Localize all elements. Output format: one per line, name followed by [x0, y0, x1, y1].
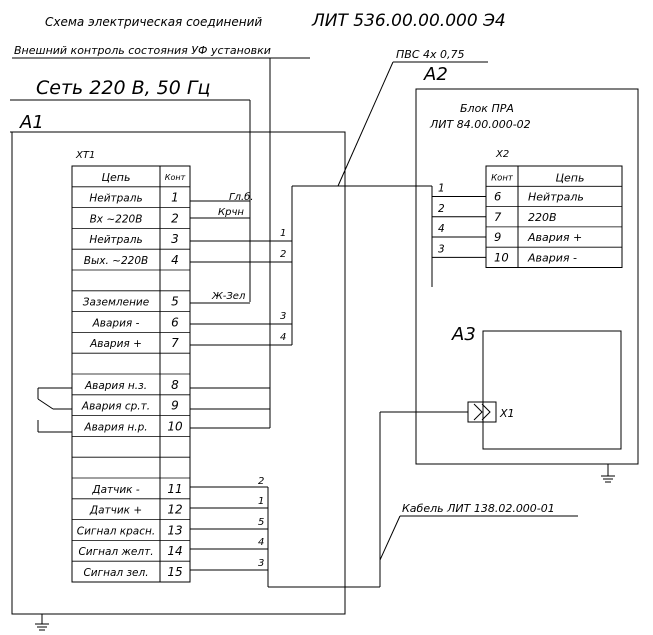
x2-wire-label: 1: [438, 182, 445, 194]
xt1-row-contact: 8: [171, 378, 179, 392]
xt1-row-circuit: Нейтраль: [89, 234, 142, 246]
xt1-row-contact: 15: [167, 565, 182, 579]
xt1-row-circuit: Заземление: [83, 297, 149, 309]
pvs-wire-1-label: 1: [280, 228, 286, 239]
xt1-header-circuit: Цепь: [102, 171, 131, 184]
a2-label: А2: [423, 64, 448, 85]
x2-row-circuit: 220В: [528, 211, 557, 224]
x2-row-circuit: Авария -: [527, 252, 577, 265]
xt1-row-circuit: Сигнал красн.: [77, 525, 155, 537]
a2-block-code: ЛИТ 84.00.000-02: [429, 118, 531, 131]
xt1-row-contact: 2: [171, 211, 179, 225]
a2-enclosure: [415, 88, 639, 465]
x2-row-contact: 7: [494, 210, 502, 224]
xt1-row-contact: 13: [167, 523, 182, 537]
a1-label: А1: [19, 112, 44, 133]
cable-wire-d-label: 4: [258, 537, 264, 548]
a2-block-title: Блок ПРА: [460, 102, 514, 115]
xt1-row-circuit: Нейтраль: [89, 193, 142, 205]
diagram-title: Схема электрическая соединений: [45, 15, 262, 29]
xt1-row-contact: 3: [171, 232, 179, 246]
cable-wire-e-label: 3: [258, 558, 264, 569]
xt1-row-contact: 1: [171, 191, 179, 205]
x2-label: X2: [495, 149, 509, 160]
x2-header-contact: Конт: [491, 173, 514, 183]
xt1-row-circuit: Вх ~220В: [90, 213, 143, 225]
wire-blue-label: Гл.б.: [229, 191, 254, 203]
relay-contact-symbol: [37, 387, 72, 433]
cable-wire-a-label: 2: [258, 476, 264, 487]
xt1-row-contact: 6: [171, 315, 179, 329]
xt1-row-circuit: Вых. ~220В: [84, 255, 148, 267]
x2-wire-label: 3: [438, 243, 445, 255]
a3-enclosure: [482, 330, 622, 450]
a1-enclosure: [11, 131, 346, 615]
document-code: ЛИТ 536.00.00.000 Э4: [311, 11, 506, 31]
x2-header-circuit: Цепь: [556, 171, 585, 184]
x2-row-circuit: Нейтраль: [528, 191, 584, 204]
x2-wire-label: 4: [438, 223, 445, 235]
xt1-row-circuit: Сигнал желт.: [78, 546, 153, 558]
xt1-row-contact: 14: [167, 544, 182, 558]
xt1-row-contact: 11: [167, 482, 182, 496]
x2-row-circuit: Авария +: [527, 231, 582, 244]
pvs-cable-label: ПВС 4х 0,75: [396, 48, 465, 61]
x2-row-contact: 10: [494, 251, 509, 265]
cable-wire-b-label: 1: [258, 496, 264, 507]
pvs-wire-2-label: 2: [280, 249, 286, 260]
pvs-wire-3-label: 3: [280, 311, 286, 322]
xt1-row-circuit: Сигнал зел.: [83, 567, 148, 579]
x2-wire-label: 2: [438, 203, 445, 215]
xt1-row-contact: 4: [171, 253, 179, 267]
xt1-label: XT1: [75, 150, 95, 161]
sensor-cable-label: Кабель ЛИТ 138.02.000-01: [402, 502, 555, 515]
x1-label: X1: [499, 407, 515, 420]
a3-label: А3: [451, 324, 476, 345]
xt1-row-circuit: Авария -: [92, 317, 140, 329]
xt1-row-contact: 10: [167, 419, 183, 433]
xt1-row-contact: 12: [167, 503, 182, 517]
wire-brown-label: Крчн: [218, 207, 244, 218]
cable-wire-c-label: 5: [258, 517, 264, 528]
xt1-row-contact: 5: [171, 295, 179, 309]
xt1-row-circuit: Авария ср.т.: [81, 401, 150, 413]
pvs-wire-4-label: 4: [280, 332, 286, 343]
x1-connector: [467, 401, 497, 423]
xt1-row-circuit: Авария +: [89, 338, 142, 350]
external-control-label: Внешний контроль состояния УФ установки: [14, 44, 271, 57]
x2-row-contact: 6: [494, 190, 501, 204]
wire-green-yellow-label: Ж-Зел: [211, 291, 246, 302]
power-label: Сеть 220 В, 50 Гц: [36, 77, 210, 99]
x2-terminal-block: Конт Цепь 6 Нейтраль 1 7 220В 2 9 Авария + 4 10 Авар…: [432, 165, 623, 268]
x2-row-contact: 9: [494, 230, 501, 244]
xt1-row-circuit: Датчик +: [89, 505, 142, 517]
xt1-row-circuit: Авария н.з.: [84, 380, 147, 392]
xt1-row-circuit: Датчик -: [91, 484, 139, 496]
xt1-row-contact: 9: [171, 399, 179, 413]
xt1-header-contact: Конт: [165, 173, 186, 182]
xt1-row-circuit: Авария н.р.: [83, 421, 147, 433]
xt1-row-contact: 7: [171, 336, 179, 350]
